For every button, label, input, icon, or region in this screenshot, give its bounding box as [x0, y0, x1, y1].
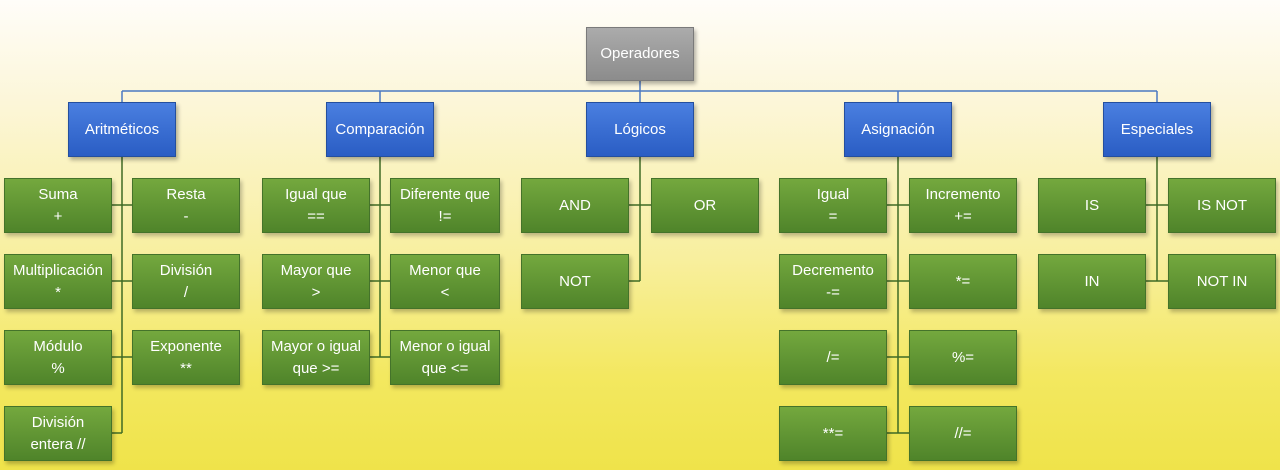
operator-mayor-o-igual: Mayor o igual que >=: [262, 330, 370, 385]
operator-menor-que: Menor que <: [390, 254, 500, 309]
operator-division-entera: División entera //: [4, 406, 112, 461]
operator-resta: Resta -: [132, 178, 240, 233]
operator-and: AND: [521, 178, 629, 233]
category-asignacion: Asignación: [844, 102, 952, 157]
operator-suma: Suma +: [4, 178, 112, 233]
operator-division-asignacion: /=: [779, 330, 887, 385]
operator-is: IS: [1038, 178, 1146, 233]
operator-mayor-que: Mayor que >: [262, 254, 370, 309]
operator-is-not: IS NOT: [1168, 178, 1276, 233]
root-node-operadores: Operadores: [586, 27, 694, 81]
operator-not: NOT: [521, 254, 629, 309]
operator-division-entera-asignacion: //=: [909, 406, 1017, 461]
category-especiales: Especiales: [1103, 102, 1211, 157]
operator-modulo-asignacion: %=: [909, 330, 1017, 385]
operator-menor-o-igual: Menor o igual que <=: [390, 330, 500, 385]
operator-decremento: Decremento -=: [779, 254, 887, 309]
operator-incremento: Incremento +=: [909, 178, 1017, 233]
operator-exponente-asignacion: **=: [779, 406, 887, 461]
operator-in: IN: [1038, 254, 1146, 309]
operator-or: OR: [651, 178, 759, 233]
operator-diferente-que: Diferente que !=: [390, 178, 500, 233]
category-logicos: Lógicos: [586, 102, 694, 157]
operator-modulo: Módulo %: [4, 330, 112, 385]
operator-exponente: Exponente **: [132, 330, 240, 385]
operator-multiplicacion-asignacion: *=: [909, 254, 1017, 309]
operator-igual-que: Igual que ==: [262, 178, 370, 233]
operator-multiplicacion: Multiplicación *: [4, 254, 112, 309]
category-aritmeticos: Aritméticos: [68, 102, 176, 157]
category-comparacion: Comparación: [326, 102, 434, 157]
operator-igual-asignacion: Igual =: [779, 178, 887, 233]
operator-not-in: NOT IN: [1168, 254, 1276, 309]
operator-division: División /: [132, 254, 240, 309]
